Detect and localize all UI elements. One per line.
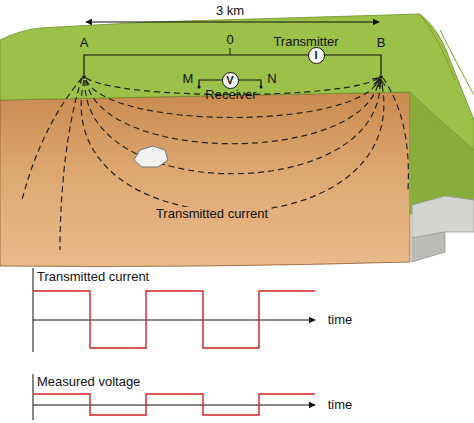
axis-y [33,374,34,420]
ground-surface [0,14,474,150]
meter-symbol: I [314,50,317,61]
axis-y [33,268,34,352]
meter-symbol: V [226,75,233,86]
distance-label: 3 km [213,4,247,18]
axis-x [33,405,315,406]
electrode-label: M [183,72,194,86]
electrode-label: A [80,36,89,50]
axis-x [33,320,315,321]
device-label: Receiver [205,88,256,102]
current-lines [22,78,408,250]
dimension-line [86,22,379,23]
electrode-label: N [267,72,276,86]
axis-label: time [328,313,353,327]
ammeter-circle: I [308,47,325,64]
surface-hachure [420,14,474,95]
cliff-block [412,196,474,238]
voltage-wave [33,394,315,415]
electrode-label: B [377,36,386,50]
center-tick [230,48,231,55]
plot-title: Measured voltage [37,375,140,389]
plot-title: Transmitted current [37,270,149,284]
voltmeter-circle: V [222,72,239,89]
cliff-block-side [412,232,445,262]
axis-label: time [328,398,353,412]
device-label: Transmitter [273,35,338,49]
square-wave [33,291,315,348]
origin-label: 0 [226,33,233,47]
current-label: Transmitted current [153,207,271,221]
rock-body [134,146,168,167]
